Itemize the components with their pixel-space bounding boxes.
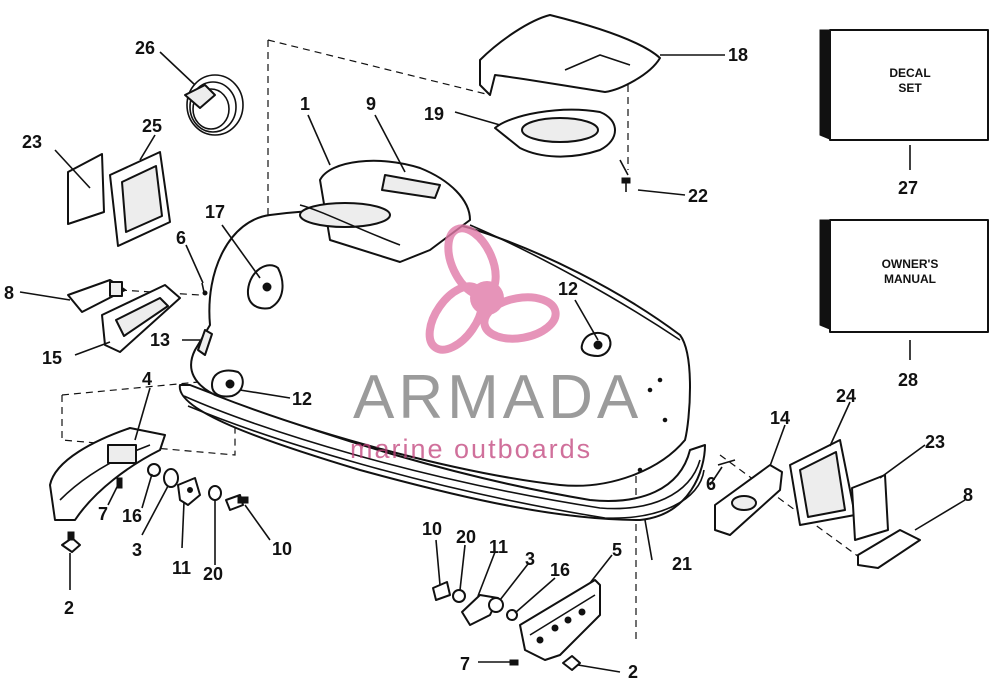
callout-6-left: 6 [176, 228, 186, 248]
callout-25: 25 [142, 116, 162, 136]
cover-top-parts [479, 14, 661, 192]
callout-12-left: 12 [292, 389, 312, 409]
callout-8-left: 8 [4, 283, 14, 303]
callout-23-left: 23 [22, 132, 42, 152]
left-mid-parts [67, 264, 284, 356]
callout-23-right: 23 [925, 432, 945, 452]
latch-parts [211, 332, 612, 398]
callout-28: 28 [898, 370, 918, 390]
right-bracket-assembly [432, 579, 601, 671]
callout-18: 18 [728, 45, 748, 65]
watermark-brand: ARMADA [353, 363, 642, 432]
callout-24: 24 [836, 386, 856, 406]
callout-20-right: 20 [456, 527, 476, 547]
owners-manual-box: OWNER'S MANUAL [819, 219, 989, 333]
callout-16-left: 16 [122, 506, 142, 526]
callout-1: 1 [300, 94, 310, 114]
callout-19: 19 [424, 104, 444, 124]
propeller-logo-icon [425, 224, 560, 354]
callout-27: 27 [898, 178, 918, 198]
callout-26: 26 [135, 38, 155, 58]
callout-5: 5 [612, 540, 622, 560]
callout-11-left: 11 [172, 558, 191, 578]
callout-15: 15 [42, 348, 62, 368]
left-bracket-assembly [49, 427, 249, 553]
right-side-parts [714, 439, 921, 569]
callout-4: 4 [142, 369, 152, 389]
manual-label-line1: OWNER'S [882, 257, 939, 271]
manual-label-line2: MANUAL [884, 272, 936, 286]
callout-3-right: 3 [525, 549, 535, 569]
decal-set-box: DECAL SET [819, 29, 989, 141]
callout-21: 21 [672, 554, 692, 574]
callout-14: 14 [770, 408, 790, 428]
cable-coil [184, 74, 244, 136]
callout-7-left: 7 [98, 504, 108, 524]
callout-2-right: 2 [628, 662, 638, 682]
watermark: ARMADA marine outboards [350, 224, 642, 464]
decal-label-line1: DECAL [889, 66, 930, 80]
callout-7-right: 7 [460, 654, 470, 674]
callout-10-left: 10 [272, 539, 292, 559]
callout-3-left: 3 [132, 540, 142, 560]
callout-16-right: 16 [550, 560, 570, 580]
callout-20-left: 20 [203, 564, 223, 584]
callout-9: 9 [366, 94, 376, 114]
callout-13: 13 [150, 330, 170, 350]
callout-8-right: 8 [963, 485, 973, 505]
engine-cover [178, 159, 706, 521]
callout-11-right: 11 [489, 537, 508, 557]
callout-10-right: 10 [422, 519, 442, 539]
callout-2-left: 2 [64, 598, 74, 618]
watermark-tagline: marine outboards [350, 434, 592, 464]
callout-numbers: 1 9 19 18 22 26 25 23 6 17 8 15 13 12 12… [4, 38, 973, 682]
callout-17: 17 [205, 202, 225, 222]
leader-lines [19, 51, 966, 673]
decal-label-line2: SET [898, 81, 922, 95]
callout-12-right: 12 [558, 279, 578, 299]
callout-22: 22 [688, 186, 708, 206]
left-upper-parts [67, 74, 244, 247]
callout-6-right: 6 [706, 474, 716, 494]
